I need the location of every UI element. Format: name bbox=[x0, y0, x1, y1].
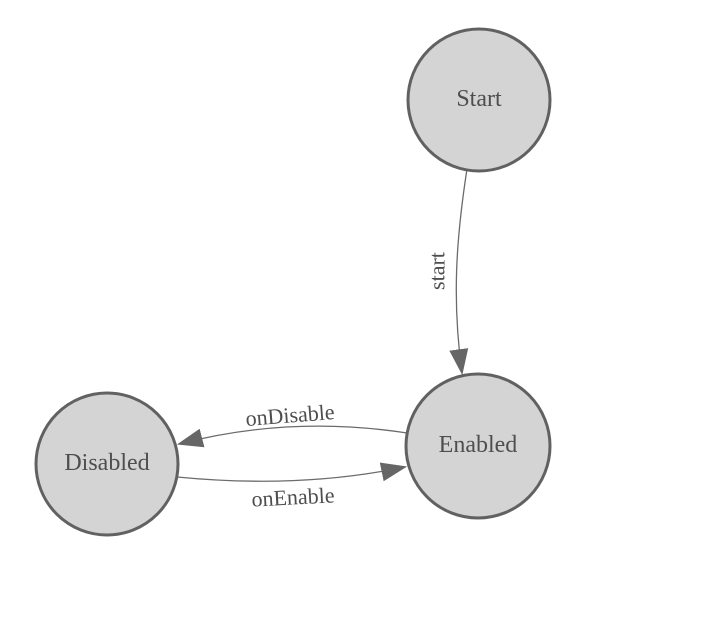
transition-onenable-label: onEnable bbox=[251, 482, 335, 511]
transition-ondisable-line[interactable] bbox=[176, 425, 408, 448]
transition-ondisable[interactable]: onDisable bbox=[176, 399, 408, 448]
transition-start[interactable]: start bbox=[425, 168, 469, 376]
state-node-disabled[interactable]: Disabled bbox=[34, 391, 180, 537]
state-label-start: Start bbox=[456, 86, 502, 112]
transition-onenable[interactable]: onEnable bbox=[176, 462, 408, 512]
state-node-start[interactable]: Start bbox=[406, 27, 552, 173]
state-label-disabled: Disabled bbox=[64, 450, 149, 476]
state-circle-start[interactable] bbox=[406, 27, 552, 173]
state-node-enabled[interactable]: Enabled bbox=[404, 372, 552, 520]
transition-start-label: start bbox=[425, 252, 450, 290]
state-circle-enabled[interactable] bbox=[404, 372, 552, 520]
transition-start-line[interactable] bbox=[449, 168, 469, 376]
transition-onenable-line[interactable] bbox=[176, 462, 408, 482]
state-label-enabled: Enabled bbox=[439, 432, 518, 458]
state-circle-disabled[interactable] bbox=[34, 391, 180, 537]
